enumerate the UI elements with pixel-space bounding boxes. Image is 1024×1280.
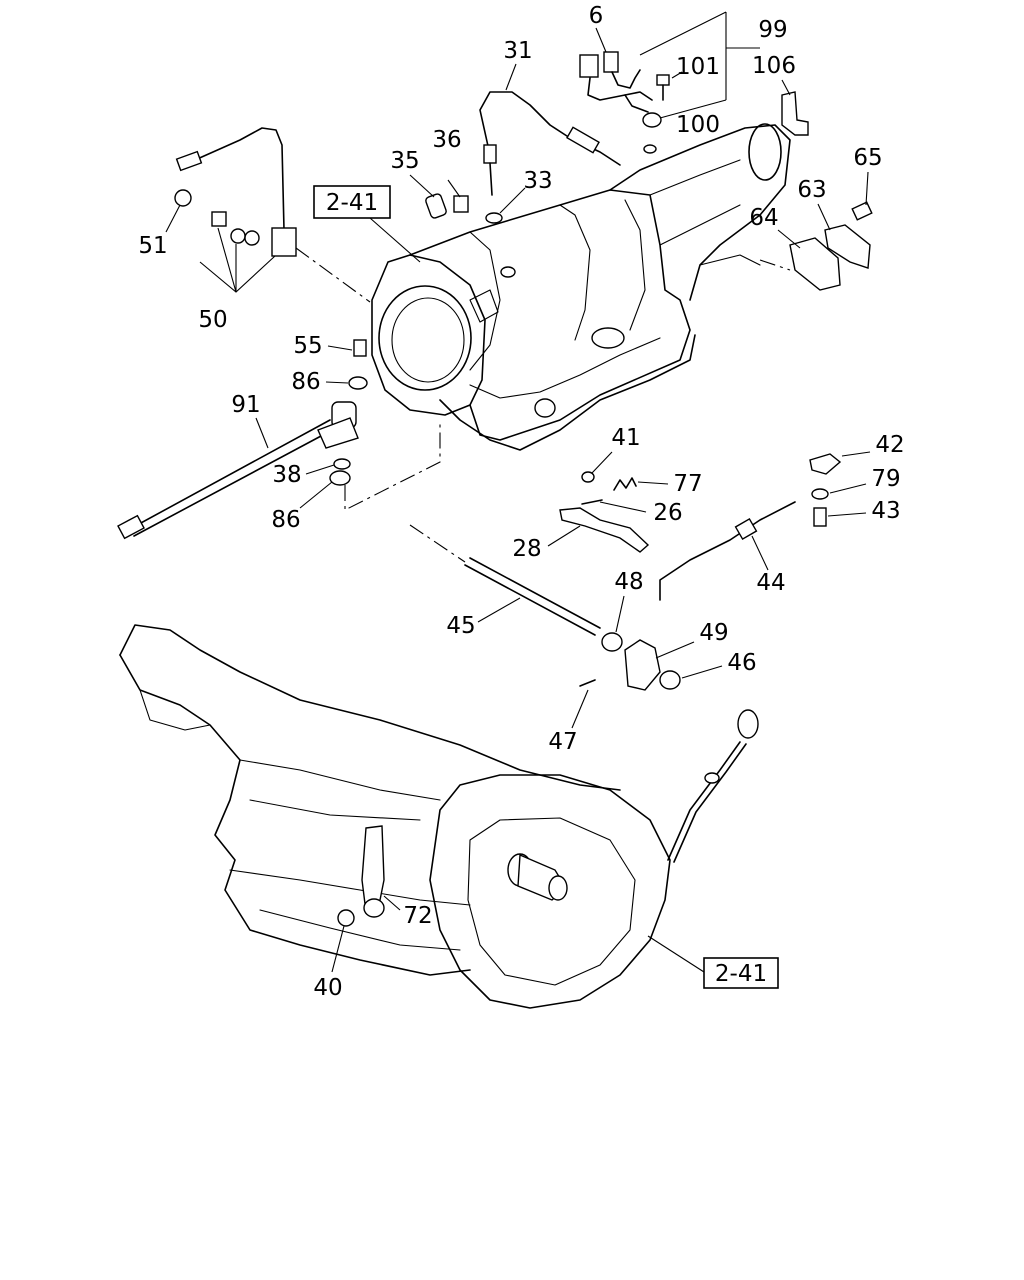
callout-40: 40 <box>313 975 342 1001</box>
bracket-106 <box>781 91 809 136</box>
callout-38: 38 <box>272 462 301 488</box>
linkage-parts <box>559 453 842 601</box>
callout-47: 47 <box>548 729 577 755</box>
callout-86b: 86 <box>271 507 300 533</box>
callout-64: 64 <box>749 205 778 231</box>
callout-65: 65 <box>853 145 882 171</box>
callout-100: 100 <box>676 112 720 138</box>
bracket-64-63 <box>759 201 873 291</box>
solenoid-91 <box>117 339 441 540</box>
callout-46: 46 <box>727 650 756 676</box>
callout-50: 50 <box>198 307 227 333</box>
callout-35: 35 <box>390 148 419 174</box>
callout-63: 63 <box>797 177 826 203</box>
callout-45: 45 <box>446 613 475 639</box>
callout-42: 42 <box>875 432 904 458</box>
callout-51: 51 <box>138 233 167 259</box>
callout-48: 48 <box>614 569 643 595</box>
reference-box-upper: 2-41 <box>313 185 421 263</box>
reference-box-lower: 2-41 <box>647 935 779 989</box>
ref-label-upper: 2-41 <box>326 190 378 216</box>
cable-31 <box>479 91 621 196</box>
shaft-assembly <box>409 524 681 691</box>
ref-label-lower: 2-41 <box>715 961 767 987</box>
small-parts-35-36-33 <box>409 174 526 224</box>
callout-55: 55 <box>293 333 322 359</box>
callout-26: 26 <box>653 500 682 526</box>
callout-33: 33 <box>523 168 552 194</box>
wiring-harness-6 <box>579 51 670 154</box>
callout-79: 79 <box>871 466 900 492</box>
callout-6: 6 <box>589 3 604 29</box>
sensor-50-cable <box>174 127 371 303</box>
callout-49: 49 <box>699 620 728 646</box>
callout-99: 99 <box>758 17 787 43</box>
callout-91: 91 <box>231 392 260 418</box>
callout-43: 43 <box>871 498 900 524</box>
callout-41: 41 <box>611 425 640 451</box>
callout-101: 101 <box>676 54 720 80</box>
callout-72: 72 <box>403 903 432 929</box>
callout-77: 77 <box>673 471 702 497</box>
callout-labels: 6 99 31 101 106 36 100 35 33 65 63 64 51… <box>138 3 904 1001</box>
callout-31: 31 <box>503 38 532 64</box>
upper-transmission-assembly <box>371 123 791 451</box>
callout-28: 28 <box>512 536 541 562</box>
callout-86a: 86 <box>291 369 320 395</box>
callout-106: 106 <box>752 53 796 79</box>
callout-36: 36 <box>432 127 461 153</box>
lower-transmission-assembly <box>119 624 759 1009</box>
callout-44: 44 <box>756 570 785 596</box>
